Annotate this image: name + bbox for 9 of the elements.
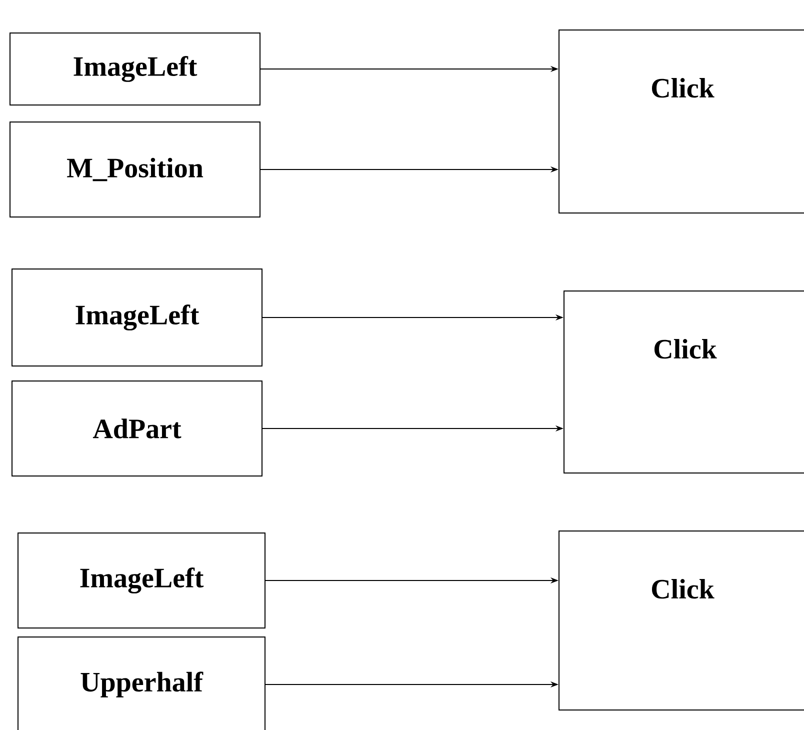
label-box: ImageLeft [18, 532, 266, 628]
label-box: M_Position [10, 122, 260, 218]
label-box: ImageLeft [10, 32, 260, 106]
target-box: Click [558, 29, 804, 214]
target-box: Click [558, 530, 804, 710]
target-box: Click [564, 290, 804, 474]
label-box: ImageLeft [12, 268, 262, 366]
label-box: Upperhalf [18, 636, 266, 730]
label-box: AdPart [12, 380, 262, 476]
